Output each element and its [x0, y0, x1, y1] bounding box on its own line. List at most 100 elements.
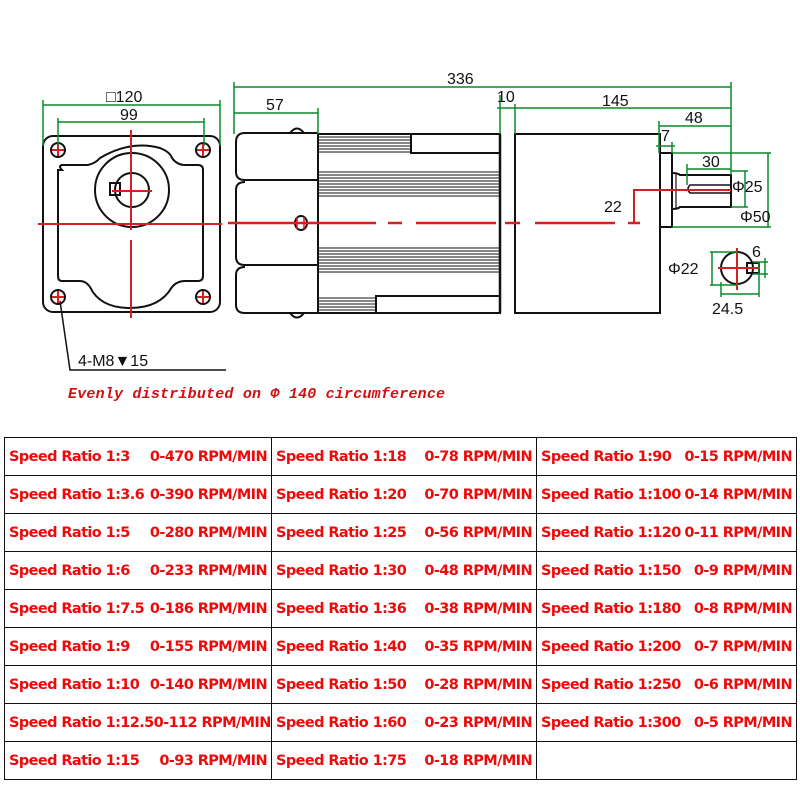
speed-entry: Speed Ratio 1:3 0-470 RPM/MIN: [9, 448, 268, 465]
rpm-range: 0-9 RPM/MIN: [693, 562, 793, 579]
bolt-hole-tr: [195, 142, 211, 158]
speed-entry: Speed Ratio 1:150 0-9 RPM/MIN: [541, 562, 793, 579]
bottom-nub: [289, 312, 305, 319]
shaft-length-label: 48: [685, 110, 703, 127]
speed-ratio: Speed Ratio 1:25: [276, 524, 407, 541]
rpm-range: 0-186 RPM/MIN: [149, 600, 268, 617]
top-label-plate: [410, 133, 501, 154]
speed-ratio: Speed Ratio 1:60: [276, 714, 407, 731]
rpm-range: 0-140 RPM/MIN: [149, 676, 268, 693]
cooling-fins: [318, 136, 500, 311]
rpm-range: 0-233 RPM/MIN: [149, 562, 268, 579]
square-size-label: □120: [106, 89, 142, 106]
rpm-range: 0-7 RPM/MIN: [693, 638, 793, 655]
section-diameter-label: Φ22: [668, 261, 699, 278]
rpm-range: 0-56 RPM/MIN: [424, 524, 532, 541]
table-cell: Speed Ratio 1:250 0-6 RPM/MIN: [536, 665, 797, 704]
speed-entry: Speed Ratio 1:300 0-5 RPM/MIN: [541, 714, 793, 731]
rpm-range: 0-390 RPM/MIN: [149, 486, 268, 503]
speed-entry: Speed Ratio 1:250 0-6 RPM/MIN: [541, 676, 793, 693]
hub-key: [109, 182, 121, 196]
speed-ratio: Speed Ratio 1:10: [9, 676, 140, 693]
speed-ratio: Speed Ratio 1:150: [541, 562, 681, 579]
table-cell: Speed Ratio 1:50 0-28 RPM/MIN: [271, 665, 537, 704]
shaft-offset-label: 22: [604, 199, 622, 216]
table-cell: Speed Ratio 1:60 0-23 RPM/MIN: [271, 703, 537, 742]
table-cell: [536, 741, 797, 780]
speed-entry: Speed Ratio 1:60 0-23 RPM/MIN: [276, 714, 533, 731]
rpm-range: 0-8 RPM/MIN: [693, 600, 793, 617]
end-cap-length-label: 57: [266, 97, 284, 114]
bolt-hole-bl: [50, 289, 66, 305]
rpm-range: 0-112 RPM/MIN: [153, 714, 271, 731]
speed-ratio: Speed Ratio 1:50: [276, 676, 407, 693]
rpm-range: 0-18 RPM/MIN: [424, 752, 532, 769]
flange-thickness-label: 7: [661, 128, 670, 145]
speed-ratio: Speed Ratio 1:9: [9, 638, 130, 655]
front-centerlines: [38, 130, 222, 318]
speed-ratio: Speed Ratio 1:300: [541, 714, 681, 731]
motor-technical-drawing: □120 99 4-M8▼15: [38, 71, 771, 371]
speed-ratio: Speed Ratio 1:3.6: [9, 486, 145, 503]
speed-ratio: Speed Ratio 1:6: [9, 562, 130, 579]
speed-ratio: Speed Ratio 1:15: [9, 752, 140, 769]
mount-holes-label: 4-M8▼15: [78, 353, 148, 370]
speed-ratio: Speed Ratio 1:36: [276, 600, 407, 617]
table-cell: Speed Ratio 1:180 0-8 RPM/MIN: [536, 589, 797, 628]
speed-entry: Speed Ratio 1:75 0-18 RPM/MIN: [276, 752, 533, 769]
top-nub: [289, 127, 305, 134]
speed-entry: Speed Ratio 1:10 0-140 RPM/MIN: [9, 676, 268, 693]
speed-ratio: Speed Ratio 1:250: [541, 676, 681, 693]
speed-entry: Speed Ratio 1:180 0-8 RPM/MIN: [541, 600, 793, 617]
bottom-label-plate: [375, 295, 501, 314]
speed-entry: Speed Ratio 1:50 0-28 RPM/MIN: [276, 676, 533, 693]
bolt-spacing-label: 99: [120, 107, 138, 124]
rpm-range: 0-6 RPM/MIN: [693, 676, 793, 693]
side-dimensions: [233, 82, 771, 228]
rpm-range: 0-28 RPM/MIN: [424, 676, 532, 693]
rpm-range: 0-23 RPM/MIN: [424, 714, 532, 731]
table-cell: Speed Ratio 1:3 0-470 RPM/MIN: [4, 437, 272, 476]
table-cell: Speed Ratio 1:75 0-18 RPM/MIN: [271, 741, 537, 780]
mount-leader: [59, 300, 226, 371]
speed-ratio: Speed Ratio 1:12.5: [9, 714, 154, 731]
rpm-range: 0-5 RPM/MIN: [693, 714, 793, 731]
speed-ratio: Speed Ratio 1:75: [276, 752, 407, 769]
rpm-range: 0-93 RPM/MIN: [159, 752, 267, 769]
rpm-range: 0-470 RPM/MIN: [149, 448, 268, 465]
speed-ratio: Speed Ratio 1:7.5: [9, 600, 145, 617]
speed-ratio: Speed Ratio 1:30: [276, 562, 407, 579]
key-length-label: 30: [702, 154, 720, 171]
key-width-label: 6: [752, 244, 761, 261]
end-cap-top: [235, 132, 318, 181]
speed-entry: Speed Ratio 1:15 0-93 RPM/MIN: [9, 752, 268, 769]
table-cell: Speed Ratio 1:25 0-56 RPM/MIN: [271, 513, 537, 552]
flange-gap-label: 10: [497, 89, 515, 106]
speed-ratio: Speed Ratio 1:3: [9, 448, 130, 465]
table-cell: Speed Ratio 1:15 0-93 RPM/MIN: [4, 741, 272, 780]
speed-ratio: Speed Ratio 1:20: [276, 486, 407, 503]
table-cell: Speed Ratio 1:150 0-9 RPM/MIN: [536, 551, 797, 590]
speed-ratio: Speed Ratio 1:180: [541, 600, 681, 617]
